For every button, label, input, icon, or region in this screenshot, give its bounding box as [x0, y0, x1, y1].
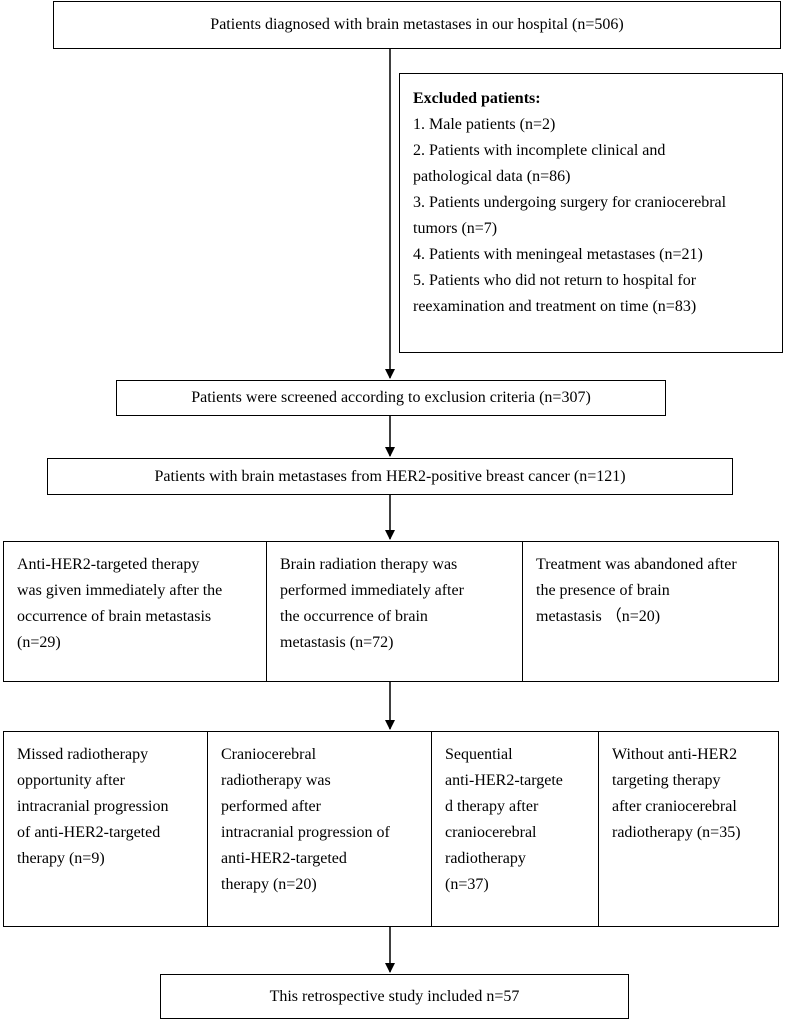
group-treatment-abandoned: Treatment was abandoned after the presen…	[522, 542, 778, 681]
group-text-line: Anti-HER2-targeted therapy	[17, 556, 200, 573]
top-box: Patients diagnosed with brain metastases…	[53, 1, 781, 49]
treatment-groups-row: Anti-HER2-targeted therapy was given imm…	[3, 541, 779, 682]
subgroup-text-line: radiotherapy was	[221, 772, 331, 789]
subgroup-text-line: therapy (n=20)	[221, 876, 317, 893]
group-text-line: occurrence of brain metastasis	[17, 608, 212, 625]
subgroup-text-line: Without anti-HER2	[612, 746, 738, 763]
subgroup-without-anti-her2: Without anti-HER2 targeting therapy afte…	[598, 732, 778, 926]
subgroup-sequential-anti-her2: Sequential anti-HER2-targete d therapy a…	[431, 732, 598, 926]
subgroup-text-line: therapy (n=9)	[17, 850, 105, 867]
subgroup-text-line: targeting therapy	[612, 772, 721, 789]
excluded-line: 5. Patients who did not return to hospit…	[413, 272, 697, 289]
excluded-line: 2. Patients with incomplete clinical and	[413, 142, 666, 159]
group-text-line: metastasis (n=72)	[280, 634, 394, 651]
subgroup-radiotherapy-after-progression: Craniocerebral radiotherapy was performe…	[207, 732, 431, 926]
group-anti-her2-immediate: Anti-HER2-targeted therapy was given imm…	[4, 542, 266, 681]
excluded-line: pathological data (n=86)	[413, 168, 571, 185]
group-text-line: metastasis （n=20)	[536, 608, 661, 625]
subgroup-text-line: radiotherapy (n=35)	[612, 824, 741, 841]
subgroups-row: Missed radiotherapy opportunity after in…	[3, 731, 779, 927]
final-box-text: This retrospective study included n=57	[269, 987, 520, 1005]
her2-box: Patients with brain metastases from HER2…	[47, 458, 733, 495]
subgroup-text-line: intracranial progression of	[221, 824, 390, 841]
her2-box-text: Patients with brain metastases from HER2…	[154, 467, 626, 485]
excluded-box: Excluded patients: 1. Male patients (n=2…	[399, 73, 783, 353]
subgroup-text-line: craniocerebral	[445, 824, 537, 841]
top-box-text: Patients diagnosed with brain metastases…	[210, 16, 624, 33]
subgroup-text-line: Sequential	[445, 746, 513, 763]
subgroup-text-line: Missed radiotherapy	[17, 746, 149, 763]
group-text-line: (n=29)	[17, 634, 61, 651]
group-text-line: performed immediately after	[280, 582, 464, 599]
subgroup-text-line: anti-HER2-targeted	[221, 850, 347, 867]
excluded-heading: Excluded patients:	[413, 90, 541, 107]
group-radiation-immediate: Brain radiation therapy was performed im…	[266, 542, 522, 681]
subgroup-text-line: after craniocerebral	[612, 798, 737, 815]
final-box: This retrospective study included n=57	[160, 974, 629, 1019]
subgroup-text-line: anti-HER2-targete	[445, 772, 563, 789]
excluded-line: 4. Patients with meningeal metastases (n…	[413, 246, 703, 263]
subgroup-text-line: of anti-HER2-targeted	[17, 824, 161, 841]
excluded-line: reexamination and treatment on time (n=8…	[413, 298, 697, 315]
group-text-line: was given immediately after the	[17, 582, 223, 599]
subgroup-text-line: radiotherapy	[445, 850, 526, 867]
subgroup-text-line: performed after	[221, 798, 321, 815]
subgroup-text-line: Craniocerebral	[221, 746, 317, 763]
subgroup-missed-radiotherapy: Missed radiotherapy opportunity after in…	[4, 732, 207, 926]
subgroup-text-line: intracranial progression	[17, 798, 169, 815]
excluded-line: 3. Patients undergoing surgery for crani…	[413, 194, 727, 211]
group-text-line: the presence of brain	[536, 582, 670, 599]
excluded-line: tumors (n=7)	[413, 220, 498, 237]
subgroup-text-line: (n=37)	[445, 876, 489, 893]
group-text-line: Brain radiation therapy was	[280, 556, 458, 573]
excluded-line: 1. Male patients (n=2)	[413, 116, 556, 133]
group-text-line: the occurrence of brain	[280, 608, 428, 625]
group-text-line: Treatment was abandoned after	[536, 556, 737, 573]
subgroup-text-line: d therapy after	[445, 798, 539, 815]
subgroup-text-line: opportunity after	[17, 772, 125, 789]
screened-box-text: Patients were screened according to excl…	[191, 389, 591, 406]
screened-box: Patients were screened according to excl…	[116, 380, 666, 416]
